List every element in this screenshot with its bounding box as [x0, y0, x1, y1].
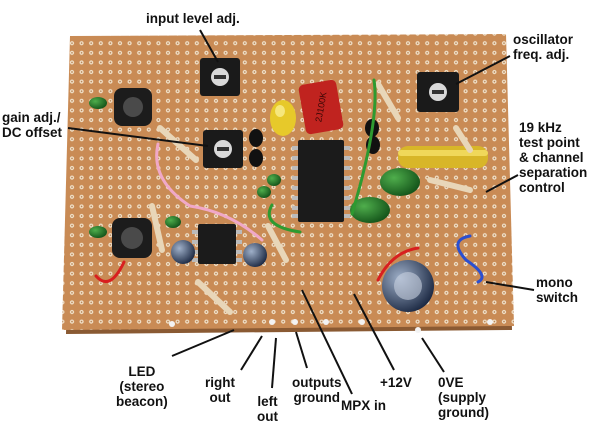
capacitors-green [89, 97, 420, 238]
label-left-out: left out [257, 394, 278, 424]
coil-upper [114, 88, 152, 126]
label-right-out: right out [205, 375, 235, 405]
label-outputs-ground: outputs ground [292, 375, 342, 405]
wires [94, 78, 484, 284]
label-mono-switch: mono switch [536, 275, 579, 305]
capacitor-yellow-axial [398, 146, 488, 168]
trimmer-pot-gain [203, 130, 243, 168]
ic-8pin [192, 224, 242, 264]
trimmer-pot-input-level [200, 58, 240, 96]
label-gain: gain adj./ DC offset [2, 110, 62, 140]
terminal-pins [169, 319, 493, 333]
annotation-lines [67, 29, 535, 395]
label-oscillator: oscillator freq. adj. [513, 32, 574, 62]
electrolytic-capacitor-small-2 [243, 243, 267, 267]
label-plus12v: +12V [380, 375, 412, 390]
capacitor-red-film: 2J100K [298, 79, 344, 135]
electrolytic-capacitor-small-1 [171, 240, 195, 264]
label-supply-ground: 0VE (supply ground) [438, 375, 489, 420]
label-input-level: input level adj. [146, 11, 240, 26]
capacitor-yellow-tantalum [270, 100, 296, 136]
ic-16pin [292, 140, 350, 222]
resistors [149, 81, 473, 315]
label-mpx-in: MPX in [341, 398, 387, 413]
electrolytic-capacitor-large [382, 260, 434, 312]
label-test-point: 19 kHz test point & channel separation c… [519, 120, 588, 195]
label-led: LED (stereo beacon) [116, 364, 168, 409]
trimmer-pot-oscillator [417, 72, 459, 112]
coil-lower [112, 218, 152, 258]
